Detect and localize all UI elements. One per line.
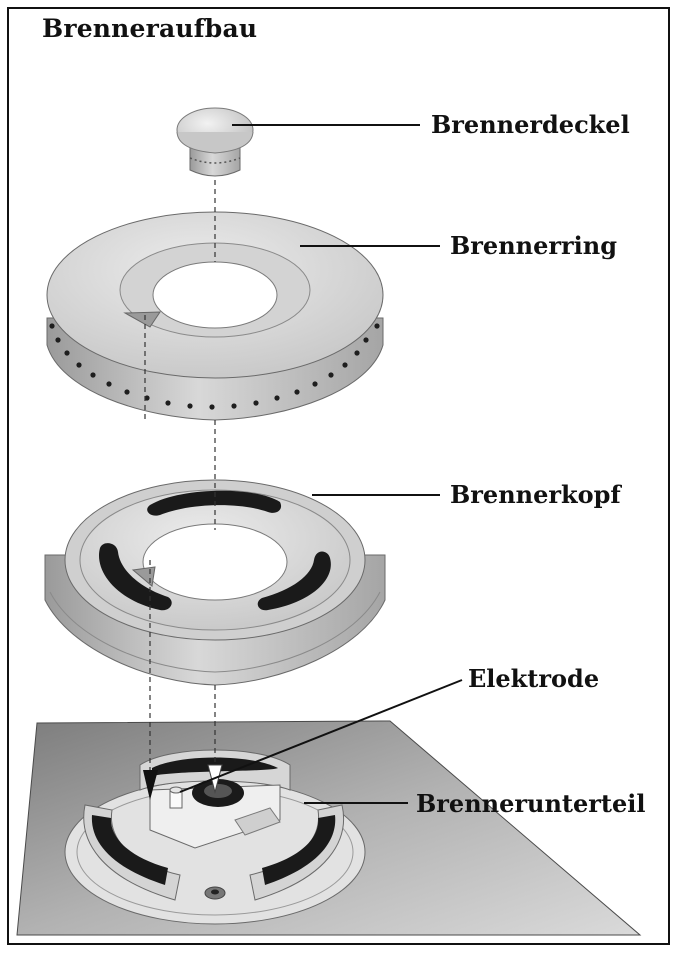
label-brennerring: Brennerring <box>450 231 618 260</box>
diagram-title: Brenneraufbau <box>42 14 258 43</box>
burner-base <box>64 749 366 925</box>
electrode <box>169 786 183 809</box>
figure-frame <box>7 7 670 945</box>
burner-head-gas-slots <box>98 490 331 611</box>
label-brennerunterteil: Brennerunterteil <box>416 789 646 818</box>
burner-cap <box>176 107 254 177</box>
label-brennerdeckel: Brennerdeckel <box>431 110 630 139</box>
leader-lines <box>179 124 463 804</box>
burner-head <box>44 479 386 686</box>
label-brennerkopf: Brennerkopf <box>450 480 621 509</box>
label-elektrode: Elektrode <box>468 664 600 693</box>
burner-ring <box>46 211 384 421</box>
burner-ring-flame-ports <box>49 323 380 410</box>
alignment-lines <box>144 180 216 780</box>
